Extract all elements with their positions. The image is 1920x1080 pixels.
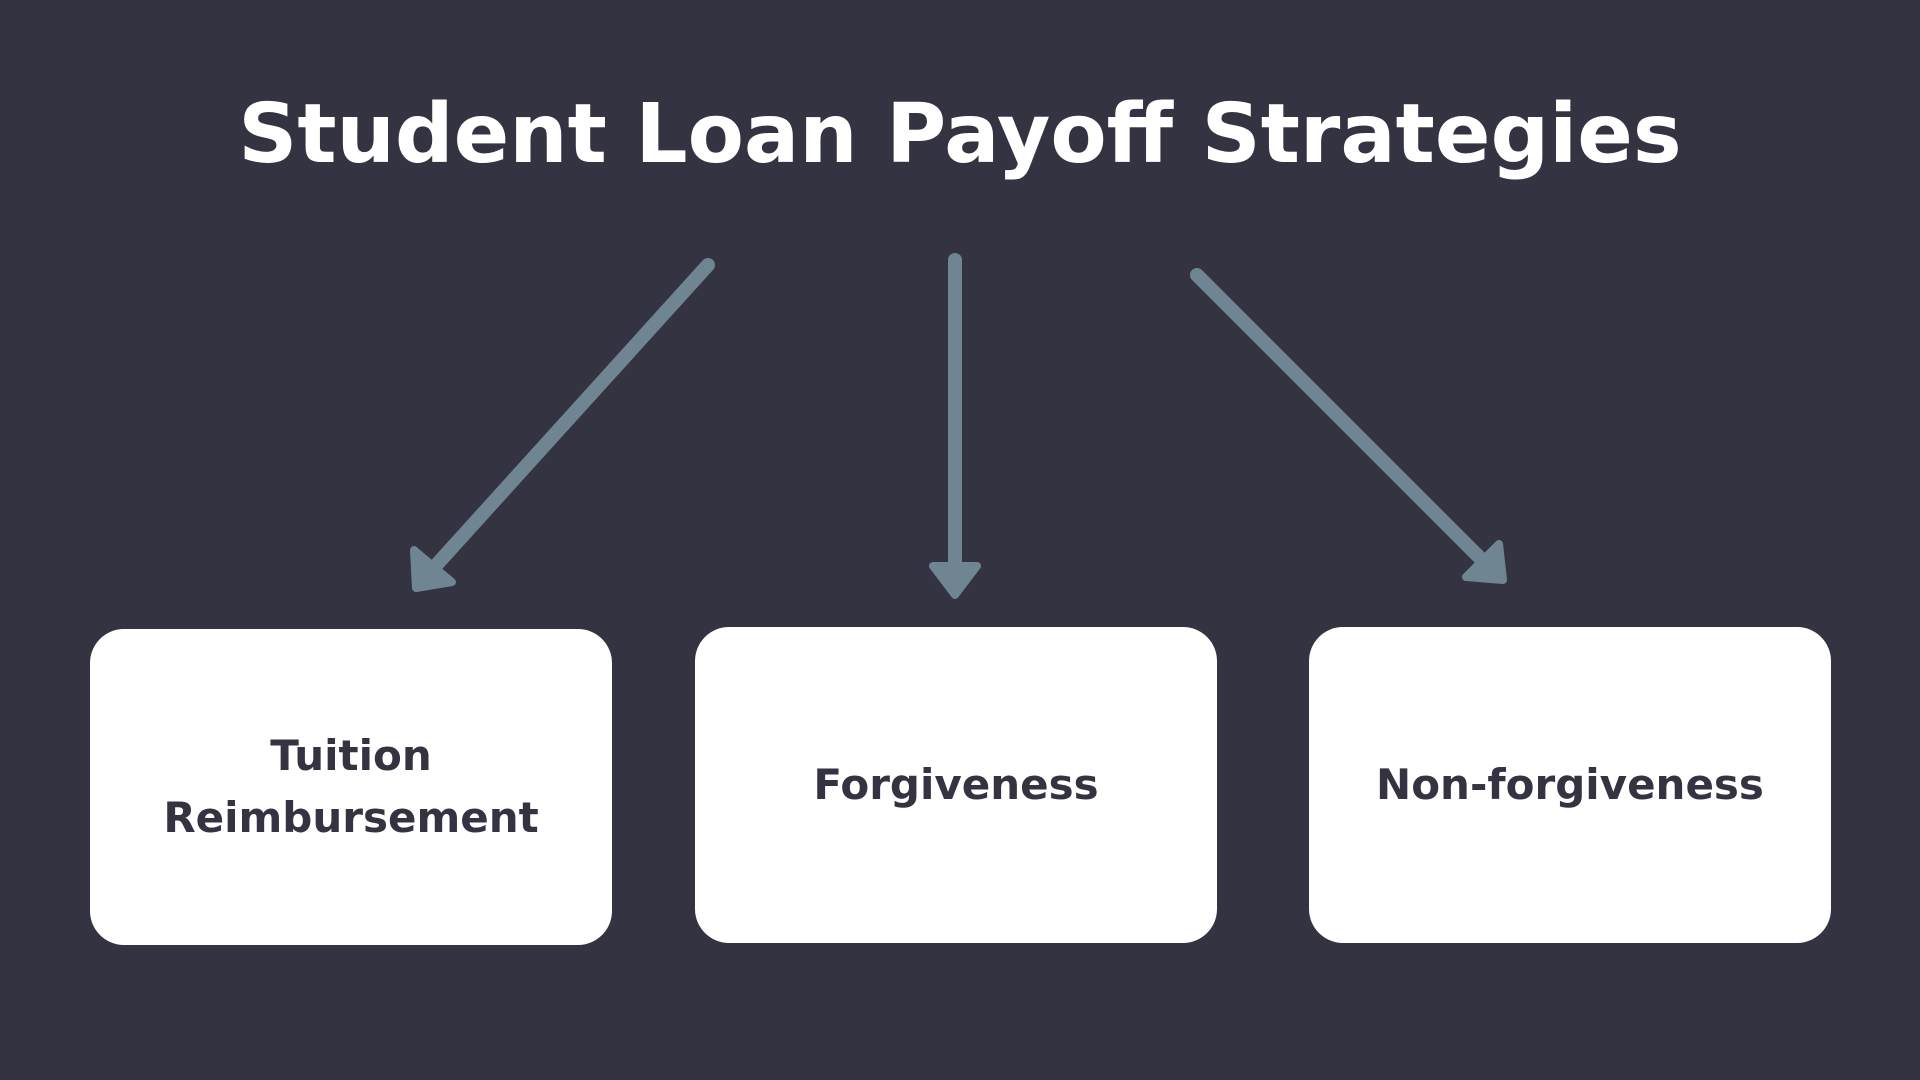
node-forgiveness: Forgiveness — [695, 627, 1217, 943]
node-tuition-reimbursement: Tuition Reimbursement — [90, 629, 612, 945]
arrow-down-left-icon — [410, 258, 715, 592]
node-label: Non-forgiveness — [1376, 760, 1764, 809]
node-label: Forgiveness — [813, 760, 1099, 809]
node-non-forgiveness: Non-forgiveness — [1309, 627, 1831, 943]
diagram-title: Student Loan Payoff Strategies — [238, 87, 1682, 182]
arrow-down-icon — [929, 253, 981, 599]
arrow-down-right-icon — [1190, 268, 1507, 584]
node-label: Tuition Reimbursement — [163, 731, 539, 842]
